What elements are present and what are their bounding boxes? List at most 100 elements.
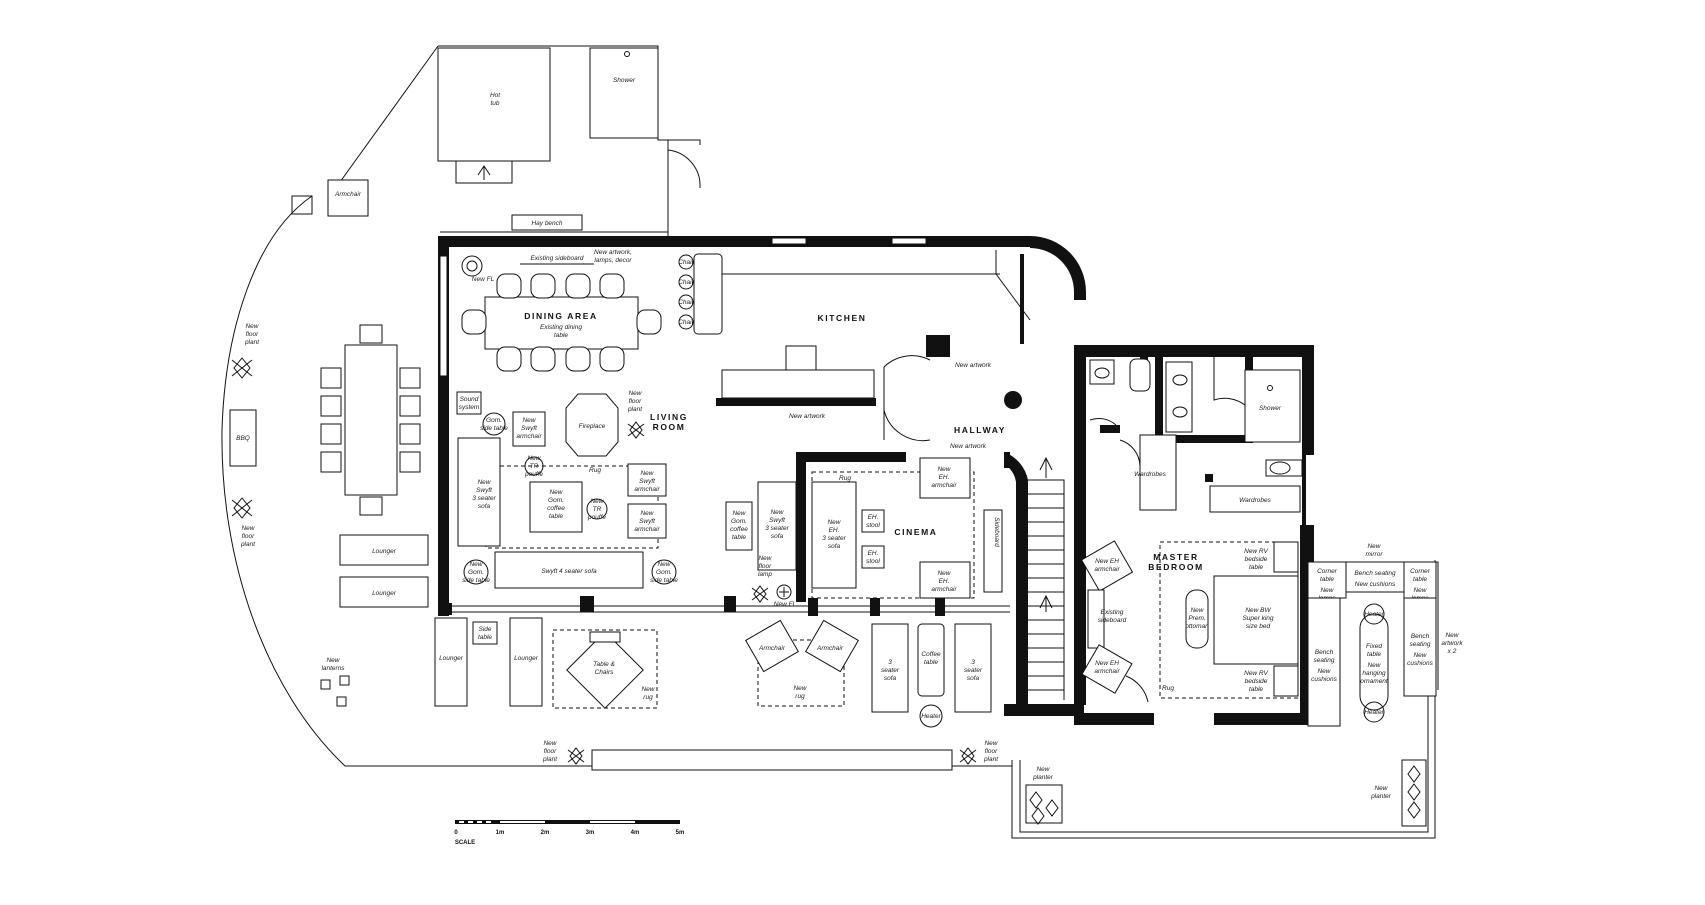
- plan-label: EH.: [868, 514, 879, 521]
- plan-label: New: [984, 740, 998, 747]
- plan-label: mirror: [1366, 551, 1384, 558]
- plan-shape: [231, 357, 253, 379]
- armchair-outdoor-top: Armchair: [327, 179, 369, 217]
- plan-label: Chair: [678, 319, 694, 326]
- plan-label: New: [1367, 543, 1381, 550]
- plan-label: KITCHEN: [818, 313, 867, 323]
- plan-shape: [804, 619, 860, 673]
- plan-shape: [1089, 417, 1117, 426]
- plan-label: Sound: [460, 396, 479, 403]
- plan-label: New: [770, 509, 784, 516]
- plan-label: New: [1445, 632, 1459, 639]
- plan-shape: [589, 47, 659, 139]
- plan-label: Existing dining: [540, 324, 582, 331]
- lounger-4: Lounger: [509, 617, 543, 707]
- plan-label: sofa: [478, 503, 491, 510]
- plan-label: Swyft: [521, 425, 538, 432]
- outdoor-dining-table: [320, 324, 421, 516]
- wardrobes-2: Wardrobes: [1209, 485, 1301, 513]
- plan-label: Gom.: [486, 417, 502, 424]
- plan-label: CINEMA: [894, 527, 937, 537]
- plan-label: TR: [530, 463, 539, 470]
- plan-label: New FL: [774, 601, 797, 608]
- plan-label: sofa: [884, 675, 897, 682]
- plan-shape: [1307, 597, 1341, 727]
- plan-shape: [291, 195, 313, 215]
- plan-label: New: [937, 466, 951, 473]
- plan-label: New: [640, 510, 654, 517]
- plan-label: New: [469, 561, 483, 568]
- plan-label: tub: [490, 100, 499, 107]
- plan-label: planter: [1032, 774, 1054, 781]
- hot-tub: Hot tub: [437, 47, 551, 184]
- plan-shape: [457, 437, 501, 547]
- plan-shape: [455, 820, 680, 824]
- plan-shape: [721, 369, 875, 399]
- new-lanterns: New lanterns: [320, 657, 350, 707]
- plan-label: New: [1374, 785, 1388, 792]
- plan-label: table: [924, 659, 938, 666]
- plan-label: EH.: [939, 474, 950, 481]
- plan-shape: [438, 236, 1030, 247]
- plan-label: Bench seating: [1354, 570, 1396, 577]
- plan-label: armchair: [931, 482, 957, 489]
- plan-label: floor: [629, 398, 642, 405]
- plan-label: Super king: [1242, 615, 1273, 622]
- plan-label: Hot: [490, 92, 501, 99]
- plan-shape: [678, 254, 694, 270]
- plan-shape: [1363, 701, 1385, 723]
- plan-shape: [1213, 357, 1246, 406]
- plan-label: plant: [244, 339, 260, 346]
- plan-shape: [883, 409, 931, 442]
- plan-shape: [658, 139, 701, 145]
- plan-shape: [1401, 759, 1427, 827]
- plan-shape: [1074, 345, 1086, 705]
- plan-shape: [496, 346, 522, 372]
- plan-shape: [339, 45, 439, 183]
- plan-label: New: [477, 479, 491, 486]
- plan-label: 3 seater: [822, 535, 846, 542]
- dining-area: New FL Existing sideboard New artwork, l…: [461, 249, 695, 372]
- plan-label: Fireplace: [579, 423, 606, 430]
- plan-shape: [1403, 597, 1437, 697]
- plan-label: Heater: [1364, 709, 1384, 716]
- plan-label: Lounger: [514, 655, 539, 662]
- plan-label: New: [937, 570, 951, 577]
- plan-shape: [954, 623, 992, 713]
- plan-shape: [1074, 345, 1310, 357]
- plan-shape: [751, 585, 769, 603]
- plan-shape: [627, 421, 645, 439]
- plan-shape: [678, 314, 694, 330]
- plan-label: artwork: [1441, 640, 1463, 647]
- plan-label: Gom.: [468, 569, 484, 576]
- plan-shape: [463, 559, 489, 585]
- plan-label: New: [245, 323, 259, 330]
- plan-shape: [678, 274, 694, 290]
- plan-shape: [1407, 765, 1421, 819]
- plan-shape: [1214, 713, 1314, 725]
- plan-label: plant: [240, 541, 256, 548]
- plan-shape: [459, 821, 464, 823]
- plan-label: New artwork: [955, 362, 992, 369]
- plan-label: Armchair: [334, 191, 362, 198]
- plan-shape: [1004, 452, 1010, 468]
- plan-shape: [1020, 254, 1024, 344]
- plan-shape: [935, 598, 945, 616]
- plan-label: 2m: [541, 830, 550, 836]
- plan-shape: [437, 47, 551, 162]
- plan-label: Hay bench: [531, 220, 562, 227]
- plan-label: New: [628, 390, 642, 397]
- plan-shape: [926, 335, 950, 357]
- plan-label: size bed: [1246, 623, 1271, 630]
- plan-label: bedside: [1245, 678, 1268, 685]
- plan-shape: [776, 584, 792, 600]
- plan-label: sofa: [828, 543, 841, 550]
- plan-label: table: [1249, 686, 1263, 693]
- plan-shape: [811, 481, 857, 589]
- plan-label: 0: [454, 830, 458, 836]
- plan-shape: [796, 452, 806, 602]
- plan-label: New artwork,: [594, 249, 632, 256]
- plan-label: rug: [795, 693, 805, 700]
- plan-label: New: [543, 740, 557, 747]
- plan-shape: [861, 545, 885, 569]
